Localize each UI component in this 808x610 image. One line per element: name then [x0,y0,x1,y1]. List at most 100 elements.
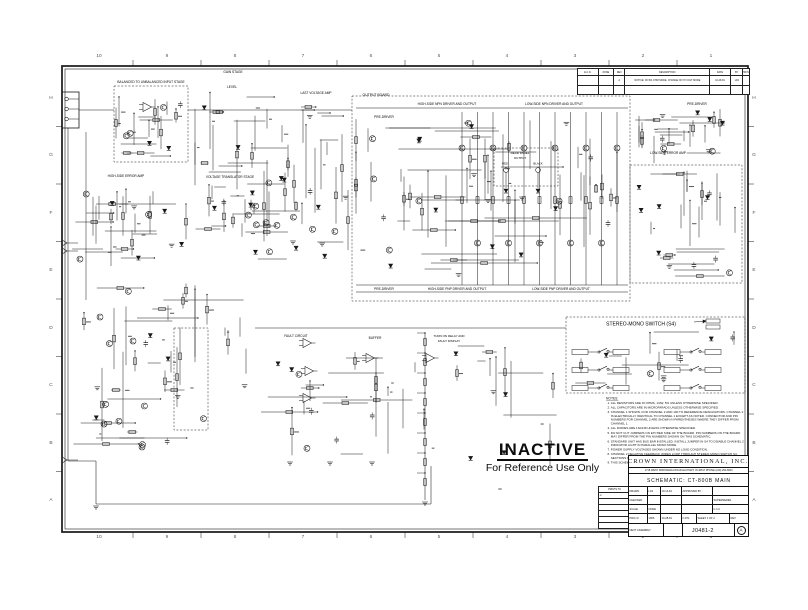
revision-cell [599,86,614,94]
proj-label-cell: PROJ # [629,514,648,523]
note-item: POWER SUPPLY VOLTAGES SHOWN UNDER NO LOA… [611,448,746,452]
stage-label: OUTPUT BOARD [362,93,390,97]
prints-to-rows: -2 [599,493,629,528]
company-address-row: 1718 WEST MISHAWAKA ROAD ELKHART, IN 465… [629,468,748,474]
zone-row-C-right: C [752,382,756,388]
revision-cell [743,86,749,94]
inactive-stamp-title: INACTIVE [496,440,589,461]
company-address: 1718 WEST MISHAWAKA ROAD ELKHART, IN 465… [644,469,733,472]
prints-to-row: -2 [599,493,629,499]
stage-label: VOLTAGE TRANSLATOR STAGE [205,175,255,179]
prints-to-header: PRINTS TO [599,487,629,493]
revision-cell [599,76,614,85]
stage-label: OUTPUT [513,156,527,160]
revision-cell [731,86,743,94]
schematic-title-row: SCHEMATIC: CT-800B MAIN [629,474,748,487]
drawn-date-cell: 10-14-81 [661,487,682,495]
stage-label: STEREO-MONO SWITCH (S4) [606,321,676,327]
drawn-by-cell: LDJ [648,487,661,495]
zone-row-G-left: G [49,152,53,158]
note-item: ALL RESISTORS ARE IN OHMS, 1/4W, 5% UNLE… [611,402,746,406]
stage-label: LAST VOLTAGE AMP [300,91,332,95]
stage-label: HIGH-SIDE ERROR AMP [107,174,145,178]
revision-cell: REV [614,69,625,75]
prints-to-row [599,517,629,523]
zone-col-6-bottom: 6 [369,534,373,540]
zone-row-H-right: H [752,95,756,101]
zone-col-2-bottom: 2 [641,534,645,540]
scale-empty-1 [661,505,682,513]
checked-empty-3 [682,496,713,504]
no-scale-cell: DO NOT SCALE PRINT [713,487,748,495]
revision-cell: NOTICE: ON 8/4 OHM MODE, CHANGE ON 70 VO… [625,76,710,85]
drawing-number-row: NEXT ASSEMBLY J0481-2 A [629,524,748,536]
stage-label: BUFFER [368,336,382,340]
approved-by-cell: APPROVED BY : [682,487,713,495]
scale-label: SCALE [629,507,639,511]
zone-col-5-top: 5 [437,53,441,59]
zone-row-E-left: E [49,267,53,273]
stage-label: LOW-SIDE ERROR AMP [650,151,686,155]
inactive-stamp-subtitle: For Reference Use Only [485,461,600,474]
zone-col-3-bottom: 3 [573,534,577,540]
zone-row-A-right: A [752,497,756,503]
notes-title: NOTES: [606,397,619,401]
scale-value-cell: NONE [648,505,661,513]
zone-col-7-top: 7 [301,53,305,59]
revision-row [578,86,749,94]
revision-cell: APPROVED [743,70,749,74]
zone-row-F-right: F [752,210,756,216]
prints-to-row [599,505,629,511]
revision-cell: 10-28-81 [710,76,731,85]
revision-cell: E.C.N. [578,69,599,75]
checked-empty-2 [661,496,682,504]
prints-to-title: PRINTS TO [607,488,621,491]
stage-label: FAULT CIRCUIT [284,334,308,338]
rev-circle: A [737,525,746,535]
zone-row-C-left: C [49,382,53,388]
drawn-row: DRAWN LDJ 10-14-81 APPROVED BY : DO NOT … [629,487,748,496]
stage-label: LOW-SIDE PNP DRIVER AND OUTPUT [532,287,590,291]
checked-empty-1 [648,496,661,504]
supersedes-label: SUPERSEDES [713,498,732,502]
schematic-title: SCHEMATIC: CT-800B MAIN [646,477,731,483]
cpn-cell: C.P.N. [682,514,697,523]
zone-row-B-left: B [49,440,53,446]
stage-label: RED [502,162,508,166]
proj-row: PROJ # 1005 10-28-81 C.P.N. SHEET 1 OF 2… [629,514,748,524]
revision-cell [578,86,599,94]
next-assembly-value [664,524,683,536]
cpn-label: C.P.N. [682,517,690,520]
revision-cell [743,76,749,85]
stage-label: FAULT DISPLAY [437,339,461,343]
stage-label: LOW-SIDE NPN DRIVER AND OUTPUT [525,102,583,106]
rev-value: A [739,527,743,533]
zone-row-E-right: E [752,267,756,273]
stage-label: HIGH-SIDE PNP DRIVER AND OUTPUT [427,287,487,291]
stage-label: LEVEL [227,85,237,89]
zone-col-2-top: 2 [641,53,645,59]
stage-label: TURN ON DELAY AND [433,334,465,338]
zone-col-4-bottom: 4 [505,534,509,540]
revision-table: E.C.N.ZONEREVDESCRIPTIONDATEBYAPPROVEDAN… [577,68,750,95]
checked-label: CHECKED [629,498,643,502]
revision-cell: ZONE [599,69,614,75]
revision-header-row: E.C.N.ZONEREVDESCRIPTIONDATEBYAPPROVED [578,69,749,76]
drawn-label-cell: DRAWN [629,487,648,495]
scale-value: NONE [648,507,657,511]
note-item: ALL DIODES ARE 1N4148 UNLESS OTHERWISE S… [611,427,746,431]
zone-row-D-right: D [752,325,756,331]
rev-label: REV [730,517,736,520]
note-item: DO NOT CUT JUMPERS ON ETCHED SIDE OF THE… [611,431,746,439]
inactive-stamp: INACTIVE For Reference Use Only [470,441,615,474]
note-item: STANDARD UNIT HAS BUS BAR INSTALLED. INS… [611,440,746,448]
company-name: CROWN INTERNATIONAL, INC. [629,458,748,465]
proj-value: 1005 [648,517,655,520]
stage-label: PRE-DRIVER [374,287,394,291]
revision-cell [710,86,731,94]
zone-col-9-top: 9 [165,53,169,59]
stage-label: GAIN STAGE [223,70,243,74]
drawn-date: 10-14-81 [661,489,672,493]
checked-row: CHECKED SUPERSEDES [629,496,748,505]
